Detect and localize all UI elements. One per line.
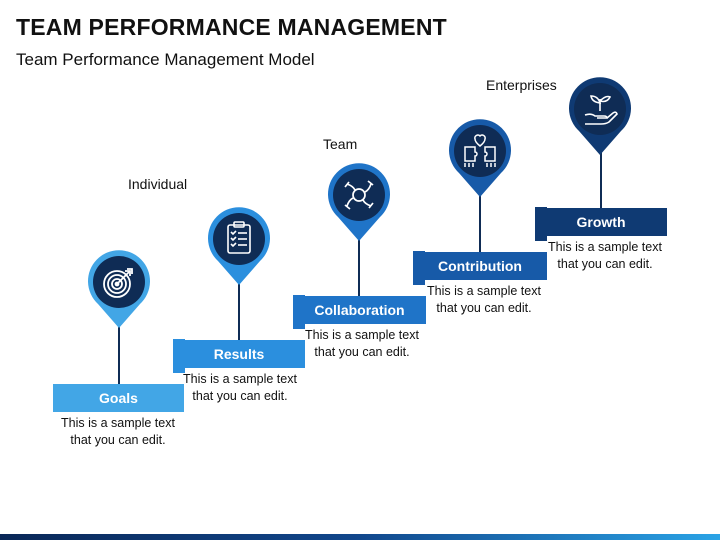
step-description: This is a sample text that you can edit. bbox=[427, 284, 541, 315]
pin-contribution bbox=[449, 119, 511, 197]
pin-results bbox=[208, 207, 270, 285]
puzzle-hands-icon bbox=[464, 134, 496, 167]
checklist-icon bbox=[227, 221, 251, 254]
step-label: Collaboration bbox=[314, 302, 405, 318]
footer-bar bbox=[0, 534, 720, 540]
page-subtitle: Team Performance Management Model bbox=[16, 50, 315, 69]
level-label-individual: Individual bbox=[128, 176, 188, 192]
pin-stem bbox=[118, 318, 120, 384]
step-label: Contribution bbox=[438, 258, 522, 274]
step-description: This is a sample text that you can edit. bbox=[548, 240, 662, 271]
pin-stem bbox=[358, 233, 360, 296]
step-description: This is a sample text that you can edit. bbox=[61, 416, 175, 447]
target-icon bbox=[103, 268, 133, 298]
step-description: This is a sample text that you can edit. bbox=[305, 328, 419, 359]
step-growth: Growth bbox=[535, 208, 667, 236]
step-results: Results bbox=[173, 340, 305, 368]
pin-goals bbox=[88, 250, 150, 328]
level-label-team: Team bbox=[323, 136, 358, 152]
step-label: Results bbox=[213, 346, 265, 362]
step-label: Goals bbox=[99, 390, 138, 406]
step-collaboration: Collaboration bbox=[293, 296, 426, 324]
hands-circle-icon bbox=[344, 180, 374, 210]
pin-stem bbox=[479, 189, 481, 252]
step-description: This is a sample text that you can edit. bbox=[183, 372, 297, 403]
step-label: Growth bbox=[576, 214, 626, 230]
pin-stem bbox=[600, 143, 602, 208]
plant-hand-icon bbox=[584, 95, 618, 125]
page-title: TEAM PERFORMANCE MANAGEMENT bbox=[16, 14, 447, 40]
step-contribution: Contribution bbox=[413, 252, 547, 280]
pin-stem bbox=[238, 277, 240, 340]
pin-collaboration bbox=[328, 163, 390, 241]
pin-growth bbox=[569, 77, 631, 155]
step-goals: Goals bbox=[53, 384, 184, 412]
level-label-enterprises: Enterprises bbox=[486, 77, 557, 93]
